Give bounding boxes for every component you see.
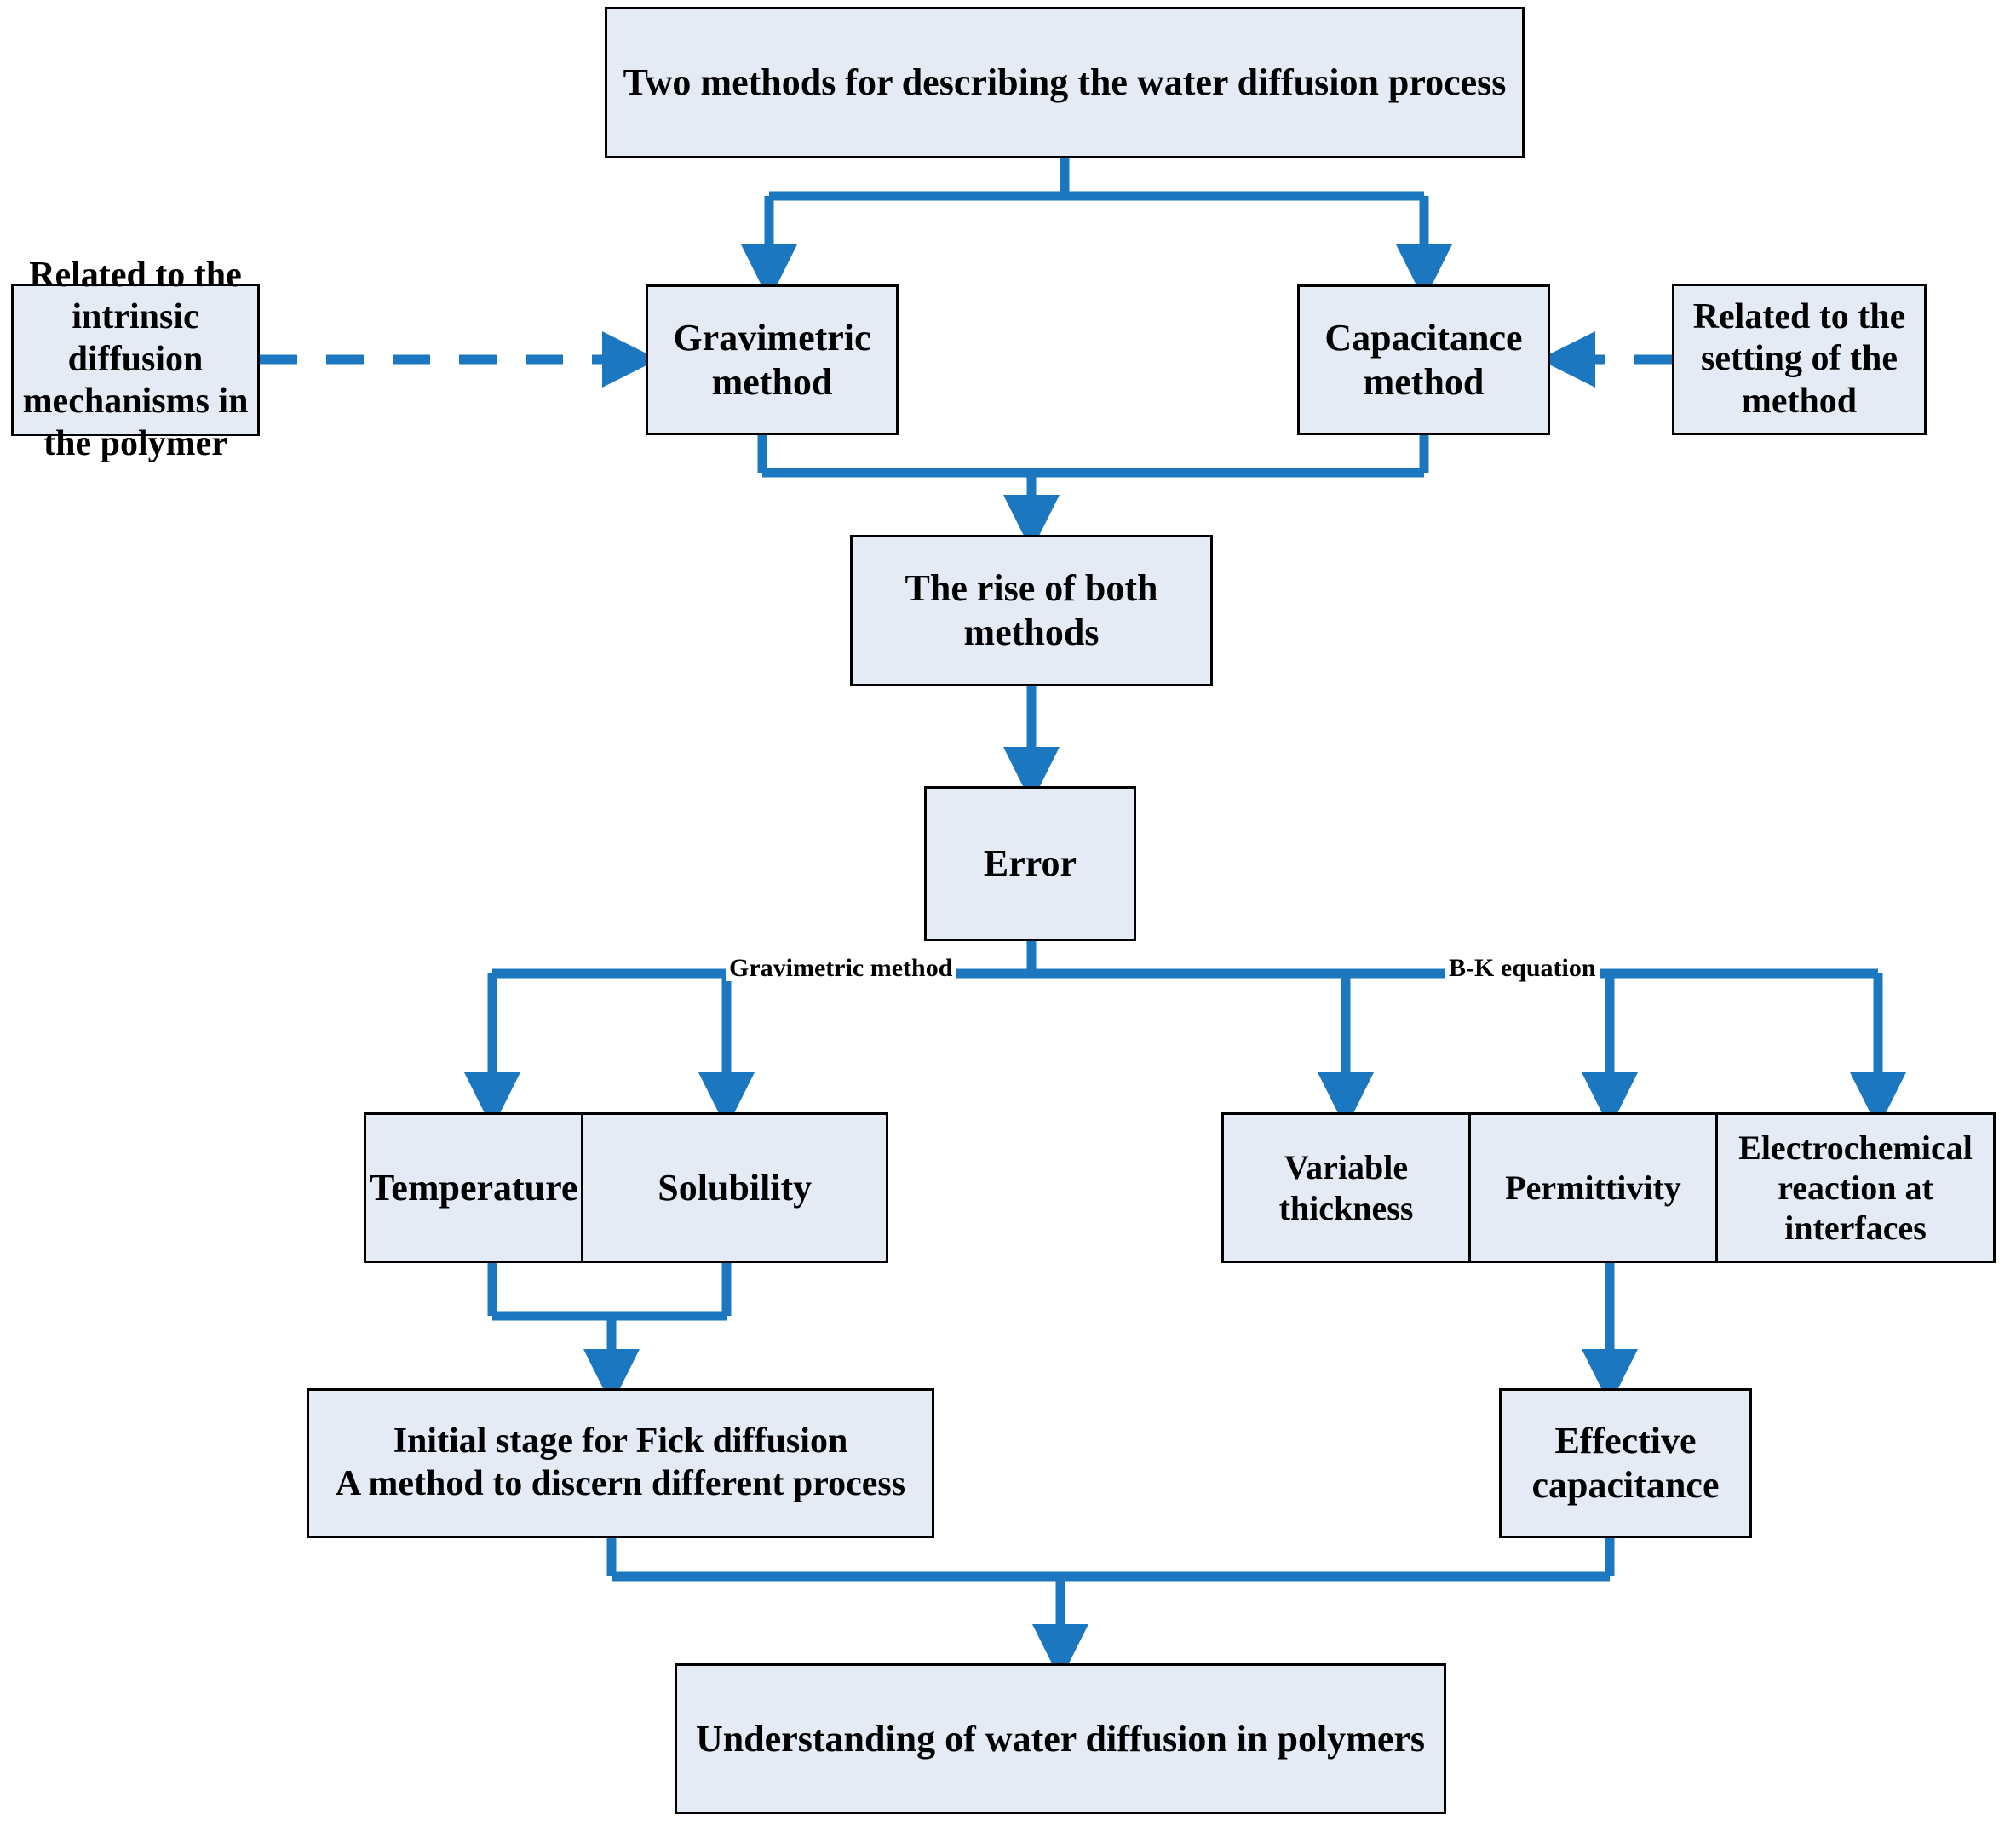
node-gravimetric-method[interactable]: Gravimetric method xyxy=(646,284,899,435)
edge-label-bk-equation: B-K equation xyxy=(1445,956,1600,981)
node-error[interactable]: Error xyxy=(924,786,1136,941)
group-gravimetric-factors: Temperature Solubility xyxy=(364,1112,888,1263)
node-rise-of-both-methods[interactable]: The rise of both methods xyxy=(850,535,1213,686)
group-bk-equation-factors: Variable thickness Permittivity Electroc… xyxy=(1221,1112,1996,1263)
node-initial-stage-fick-diffusion[interactable]: Initial stage for Fick diffusion A metho… xyxy=(307,1388,934,1538)
node-effective-capacitance[interactable]: Effective capacitance xyxy=(1499,1388,1752,1538)
node-two-methods[interactable]: Two methods for describing the water dif… xyxy=(605,7,1525,158)
node-permittivity[interactable]: Permittivity xyxy=(1471,1115,1718,1261)
node-electrochemical-reaction[interactable]: Electrochemical reaction at interfaces xyxy=(1738,1128,1973,1248)
edge-label-gravimetric-method: Gravimetric method xyxy=(726,956,956,981)
node-temperature[interactable]: Temperature xyxy=(366,1115,584,1261)
node-understanding-water-diffusion[interactable]: Understanding of water diffusion in poly… xyxy=(675,1663,1446,1814)
node-capacitance-method[interactable]: Capacitance method xyxy=(1297,284,1550,435)
node-variable-thickness[interactable]: Variable thickness xyxy=(1224,1115,1471,1261)
node-solubility[interactable]: Solubility xyxy=(658,1166,813,1209)
node-intrinsic-diffusion-note[interactable]: Related to the intrinsic diffusion mecha… xyxy=(11,256,260,463)
node-setting-of-method-note[interactable]: Related to the setting of the method xyxy=(1672,284,1927,435)
fick-line-2: A method to discern different process xyxy=(335,1464,906,1503)
fick-line-1: Initial stage for Fick diffusion xyxy=(393,1421,848,1462)
